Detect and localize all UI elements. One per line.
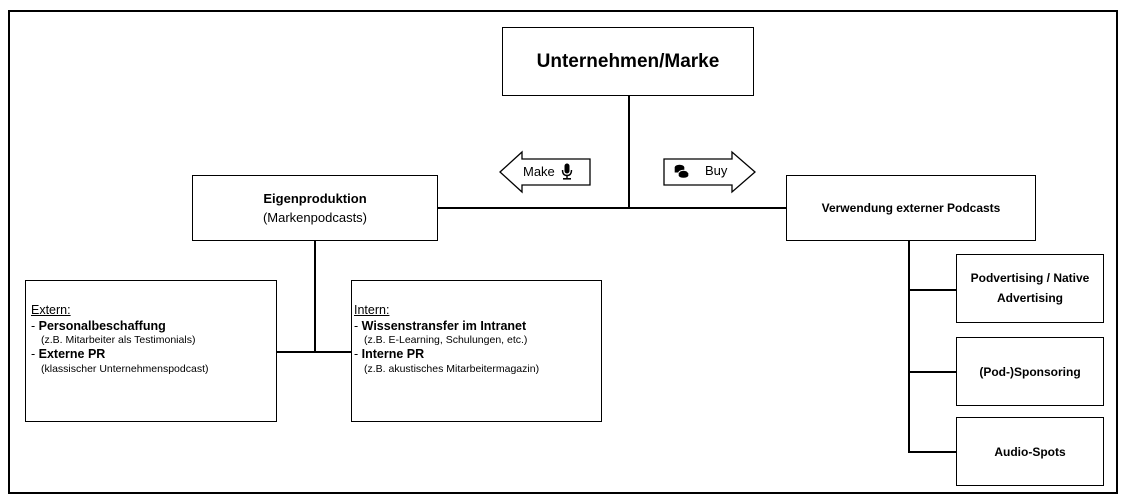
connector-top-vertical [628, 96, 630, 208]
connector-option-3 [908, 451, 956, 453]
company-brand-box: Unternehmen/Marke [502, 27, 754, 96]
connector-option-2 [908, 371, 956, 373]
microphone-icon [561, 163, 572, 180]
intern-item-sub: (z.B. akustisches Mitarbeitermagazin) [364, 363, 540, 375]
make-label: Make [523, 164, 555, 179]
option-label: (Pod-)Sponsoring [979, 364, 1081, 379]
buy-label: Buy [705, 163, 728, 178]
extern-list: Extern: - Personalbeschaffung (z.B. Mita… [31, 303, 209, 376]
connector-left-bridge [277, 351, 351, 353]
company-brand-title: Unternehmen/Marke [536, 50, 720, 72]
connector-option-1 [908, 289, 956, 291]
connector-horizontal-main [438, 207, 786, 209]
extern-item: - Personalbeschaffung [31, 318, 166, 333]
option-box-podvertising: Podvertising / Native Advertising [956, 254, 1104, 323]
connector-right-down [908, 241, 910, 452]
intern-item-sub: (z.B. E-Learning, Schulungen, etc.) [364, 334, 528, 347]
extern-box: Extern: - Personalbeschaffung (z.B. Mita… [25, 280, 277, 422]
make-label-group: Make [523, 163, 573, 180]
extern-item-title: Externe PR [38, 347, 106, 362]
make-arrow [499, 150, 591, 194]
own-production-subtitle: (Markenpodcasts) [262, 210, 368, 225]
external-podcasts-box: Verwendung externer Podcasts [786, 175, 1036, 241]
intern-heading: Intern: [354, 303, 390, 317]
option-label: Audio-Spots [994, 444, 1066, 459]
connector-left-down [314, 241, 316, 352]
intern-list: Intern: - Wissenstransfer im Intranet (z… [354, 303, 539, 376]
extern-item-title: Personalbeschaffung [38, 318, 166, 333]
option-box-sponsoring: (Pod-)Sponsoring [956, 337, 1104, 406]
intern-item: - Interne PR [354, 347, 425, 362]
extern-item-sub: (klassischer Unternehmenspodcast) [41, 363, 209, 375]
intern-box: Intern: - Wissenstransfer im Intranet (z… [351, 280, 602, 422]
intern-item: - Wissenstransfer im Intranet [354, 318, 527, 333]
intern-item-title: Interne PR [361, 347, 425, 362]
coins-icon [674, 164, 689, 178]
extern-heading: Extern: [31, 303, 71, 317]
buy-arrow [663, 150, 756, 194]
buy-label-group: Buy [674, 163, 727, 178]
intern-item-title: Wissenstransfer im Intranet [361, 318, 527, 333]
option-label: Podvertising / Native Advertising [970, 271, 1090, 305]
extern-item: - Externe PR [31, 347, 106, 362]
own-production-title: Eigenproduktion [263, 191, 367, 206]
own-production-box: Eigenproduktion (Markenpodcasts) [192, 175, 438, 241]
extern-item-sub: (z.B. Mitarbeiter als Testimonials) [41, 334, 196, 347]
option-box-audio-spots: Audio-Spots [956, 417, 1104, 486]
external-podcasts-title: Verwendung externer Podcasts [821, 201, 1001, 215]
